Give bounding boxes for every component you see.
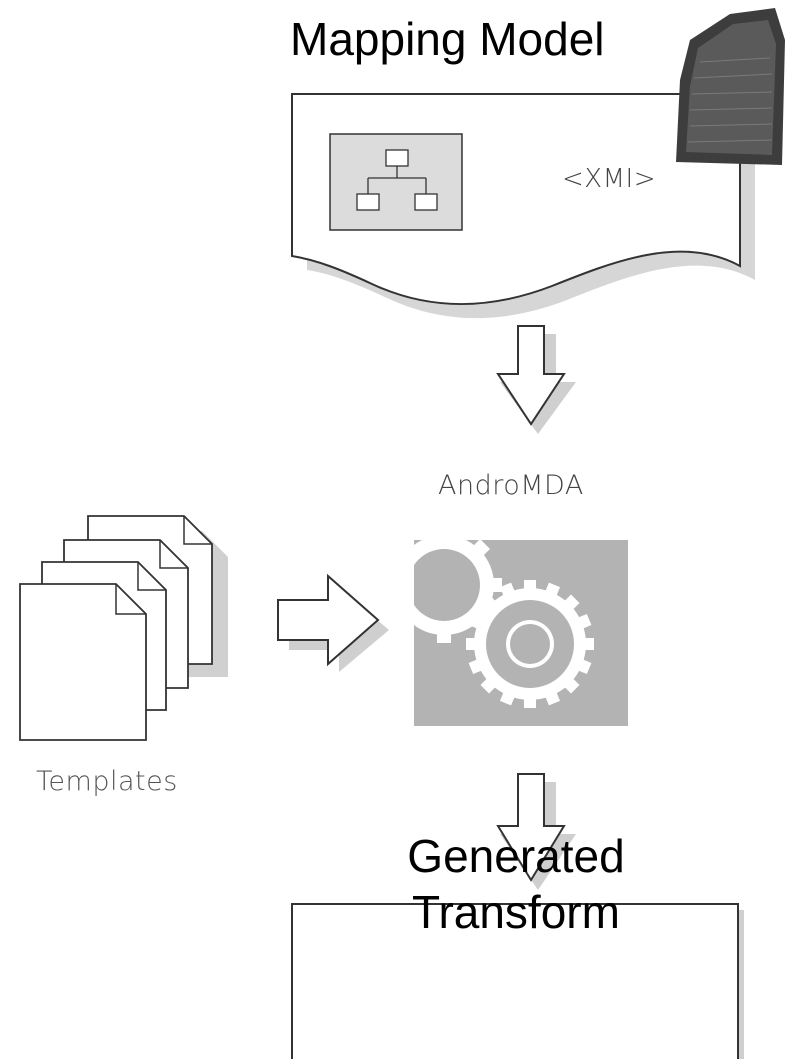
andromda-label: AndroMDA	[438, 470, 584, 501]
output-label-line2: Transform	[412, 886, 620, 938]
output-label: Generated Transform	[296, 828, 736, 940]
templates-label: Templates	[36, 766, 178, 797]
mapping-model-title: Mapping Model	[290, 13, 605, 65]
xmi-format-label: <XMI>	[562, 164, 656, 194]
arrow-model-to-engine	[496, 325, 576, 434]
rosetta-stone-image	[676, 8, 785, 165]
arrow-templates-to-engine	[277, 573, 389, 672]
arrow-engine-to-output	[496, 773, 576, 890]
output-label-line1: Generated	[407, 830, 625, 882]
gears-icon	[380, 527, 628, 730]
generated-transform-box	[291, 903, 744, 1059]
class-hierarchy-icon	[329, 133, 463, 231]
document-stack-icon	[19, 515, 228, 741]
